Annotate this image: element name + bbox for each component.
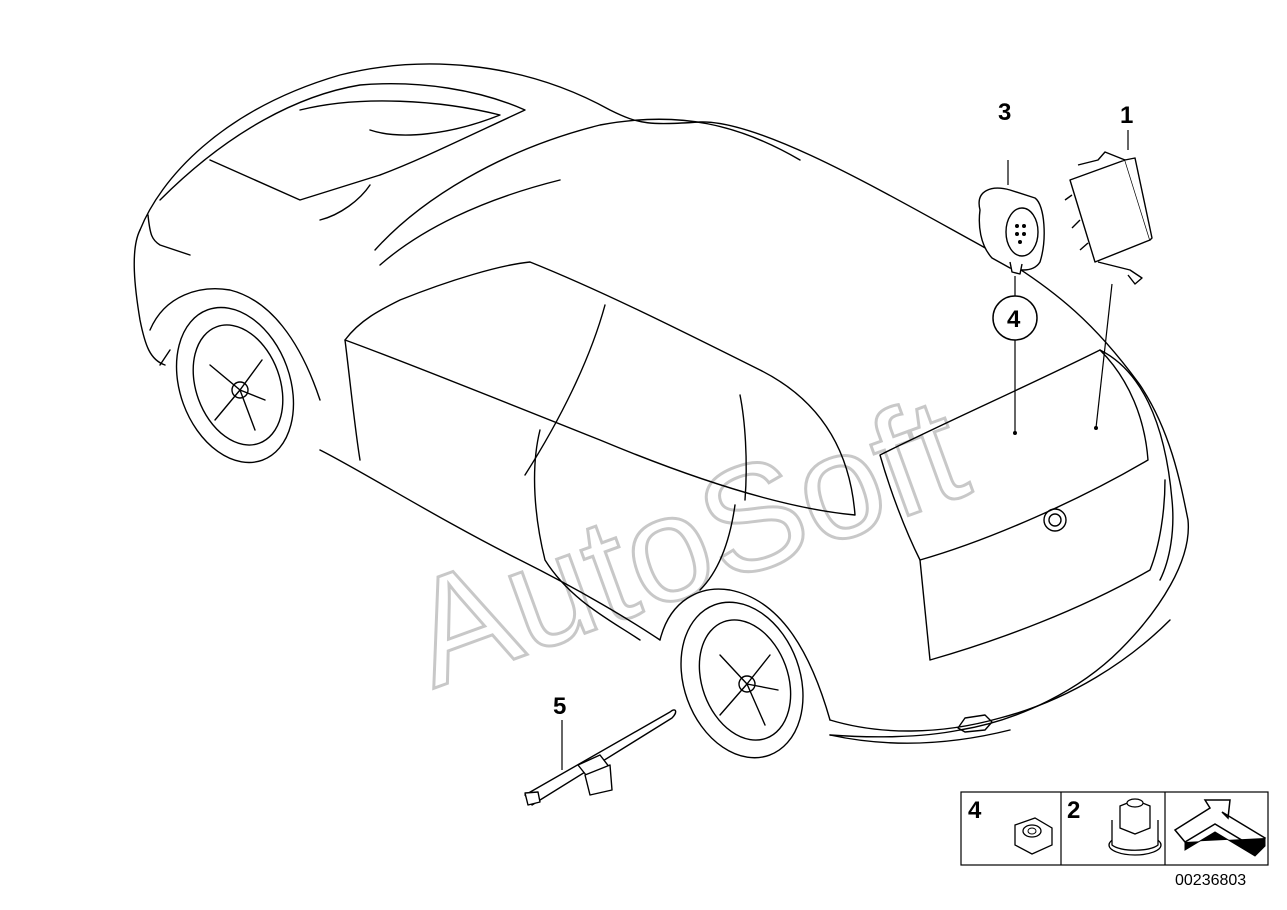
watermark-text: AutoSoft bbox=[387, 364, 985, 719]
callout-4[interactable]: 4 bbox=[1007, 306, 1021, 333]
car-outline bbox=[133, 63, 1189, 759]
callout-3[interactable]: 3 bbox=[998, 99, 1011, 126]
legend-item-4-label: 4 bbox=[968, 797, 982, 824]
arrow-icon bbox=[1173, 799, 1267, 857]
diagram-part-number: 00236803 bbox=[1175, 872, 1246, 889]
legend-box: 4 2 bbox=[960, 791, 1269, 866]
mount-point-1 bbox=[1094, 426, 1098, 430]
flange-nut-icon bbox=[1108, 798, 1162, 856]
part-1-control-module[interactable] bbox=[1064, 151, 1153, 285]
part-5-cable-holder[interactable] bbox=[524, 709, 677, 806]
callout-5[interactable]: 5 bbox=[553, 693, 566, 720]
legend-item-2-label: 2 bbox=[1067, 797, 1080, 824]
callout-1-leader-down bbox=[1095, 283, 1113, 429]
mount-point-4 bbox=[1013, 431, 1017, 435]
callout-1[interactable]: 1 bbox=[1120, 102, 1133, 129]
part-3-sensor[interactable] bbox=[978, 187, 1045, 275]
hex-nut-icon bbox=[1014, 817, 1053, 855]
